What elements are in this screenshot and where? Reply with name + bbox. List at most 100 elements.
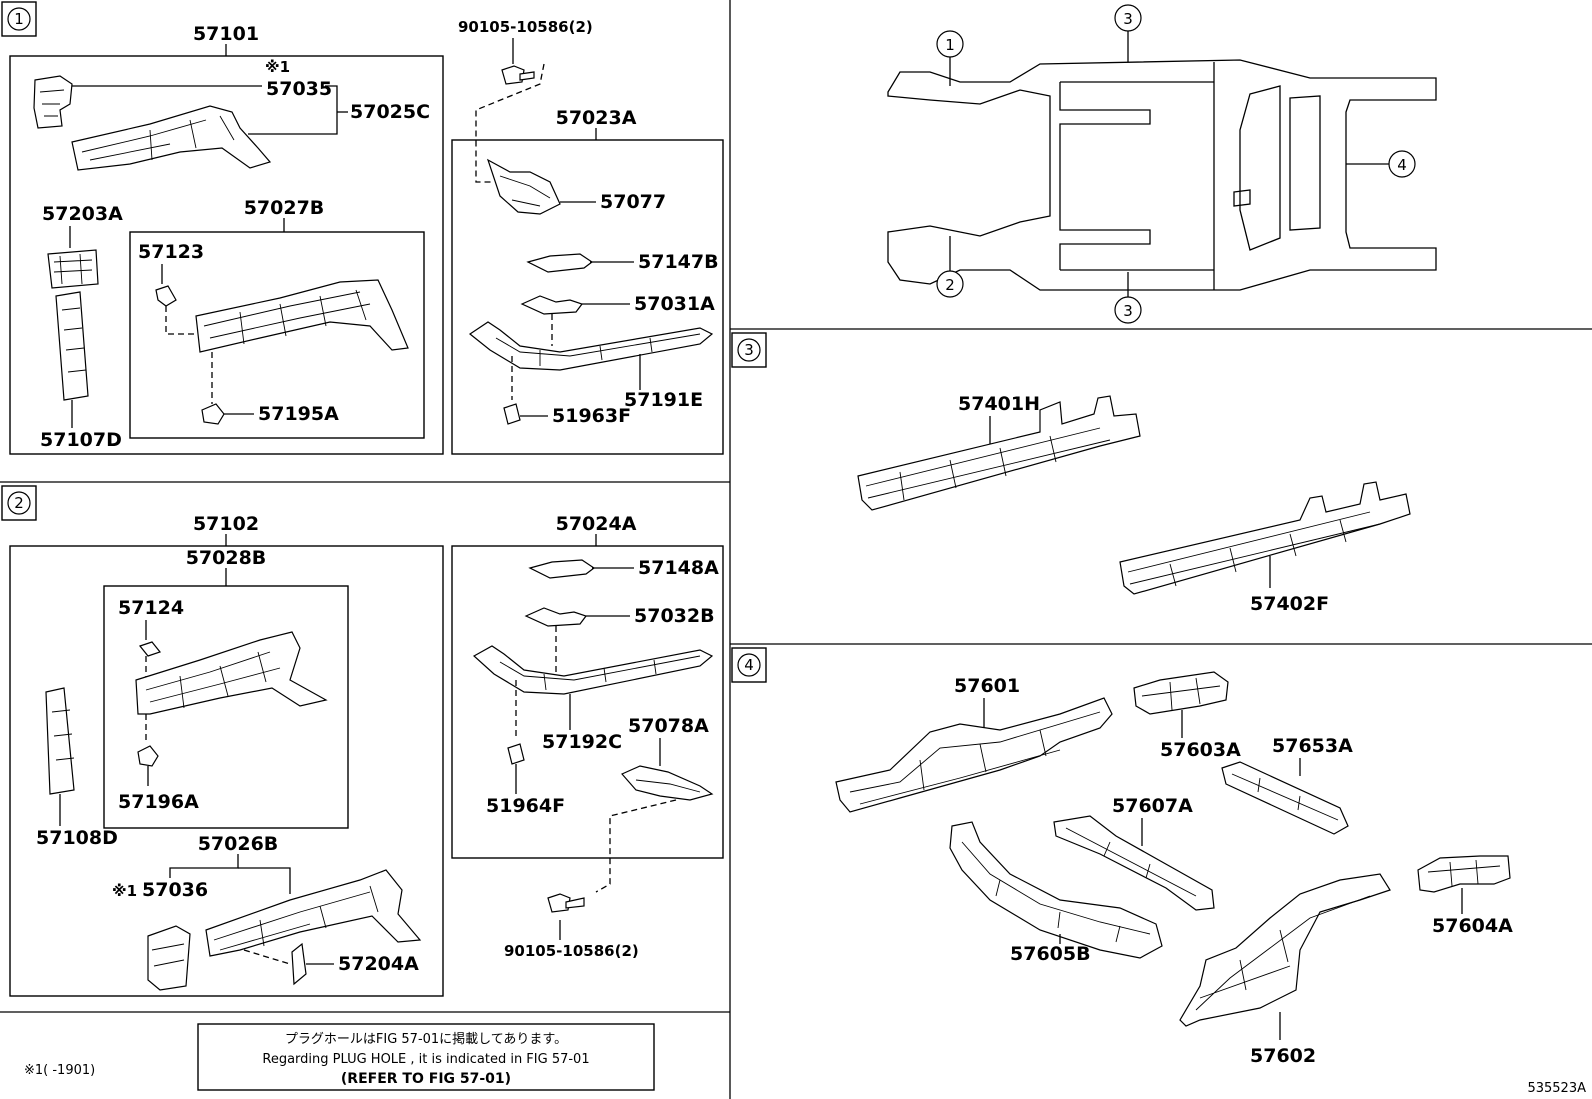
label-57204A: 57204A (338, 953, 419, 975)
notice-box (197, 1023, 655, 1091)
part-57027B (195, 279, 409, 353)
label-57023A: 57023A (556, 107, 637, 129)
svg-text:1: 1 (14, 10, 24, 28)
label-57601: 57601 (954, 675, 1020, 697)
index-frame-outline (887, 59, 1437, 291)
label-57036: 57036 (142, 879, 208, 901)
label-57607A: 57607A (1112, 795, 1193, 817)
part-57026B (205, 869, 422, 957)
part-57653A (1221, 761, 1349, 835)
part-57124 (138, 641, 162, 657)
part-51963F (503, 403, 521, 425)
index-callout-1: 1 (936, 30, 964, 86)
index-callout-3-bottom: 3 (1114, 272, 1142, 324)
part-57147B (526, 253, 594, 273)
label-51963F: 51963F (552, 405, 631, 427)
part-57192C (472, 645, 714, 695)
label-57147B: 57147B (638, 251, 719, 273)
label-57653A: 57653A (1272, 735, 1353, 757)
footnote-text: ※1( -1901) (24, 1063, 95, 1078)
svg-text:3: 3 (1123, 10, 1133, 28)
section-badge-1: 1 (1, 1, 37, 37)
svg-text:1: 1 (945, 36, 955, 54)
label-57108D: 57108D (36, 827, 118, 849)
svg-text:4: 4 (1397, 156, 1407, 174)
label-57077: 57077 (600, 191, 666, 213)
figure-id: 535523A (1527, 1081, 1586, 1096)
label-57196A: 57196A (118, 791, 199, 813)
part-57148A (528, 559, 596, 579)
part-57123 (155, 285, 177, 307)
svg-text:3: 3 (744, 341, 754, 359)
notice-reference: (REFER TO FIG 57-01) (341, 1071, 511, 1087)
note-mark-1: ※1 (265, 58, 290, 76)
group-57102-box (9, 545, 444, 997)
label-57107D: 57107D (40, 429, 122, 451)
label-57402F: 57402F (1250, 593, 1329, 615)
group-57028B-box (103, 585, 349, 829)
group-57027B-box (129, 231, 425, 439)
label-57026B: 57026B (198, 833, 279, 855)
label-51964F: 51964F (486, 795, 565, 817)
part-57196A (137, 745, 159, 767)
svg-text:2: 2 (14, 494, 24, 512)
label-57035: 57035 (266, 78, 332, 100)
label-57031A: 57031A (634, 293, 715, 315)
label-57024A: 57024A (556, 513, 637, 535)
label-57124: 57124 (118, 597, 184, 619)
label-57401H: 57401H (958, 393, 1040, 415)
label-57192C: 57192C (542, 731, 622, 753)
part-57203A (47, 249, 99, 289)
section-badge-4: 4 (731, 647, 767, 683)
label-90105-bottom: 90105-10586(2) (504, 942, 639, 960)
label-57027B: 57027B (244, 197, 325, 219)
label-57032B: 57032B (634, 605, 715, 627)
note-mark-2: ※1 (112, 882, 137, 900)
label-57123: 57123 (138, 241, 204, 263)
part-57605B (949, 821, 1163, 959)
label-57028B: 57028B (186, 547, 267, 569)
label-57078A: 57078A (628, 715, 709, 737)
label-90105-top: 90105-10586(2) (458, 18, 593, 36)
label-57195A: 57195A (258, 403, 339, 425)
label-57025C: 57025C (350, 101, 430, 123)
part-57601 (835, 697, 1113, 813)
part-57035 (33, 75, 73, 129)
label-57101: 57101 (193, 23, 259, 45)
svg-text:4: 4 (744, 656, 754, 674)
section-badge-2: 2 (1, 485, 37, 521)
section-badge-3: 3 (731, 332, 767, 368)
svg-text:2: 2 (945, 276, 955, 294)
index-callout-2: 2 (936, 236, 964, 298)
label-57203A: 57203A (42, 203, 123, 225)
part-57028B (135, 631, 328, 715)
label-57604A: 57604A (1432, 915, 1513, 937)
label-57102: 57102 (193, 513, 259, 535)
part-51964F (507, 743, 525, 765)
part-57603A (1133, 671, 1229, 715)
svg-text:3: 3 (1123, 302, 1133, 320)
group-57024A-box (451, 545, 724, 859)
group-57023A-box (451, 139, 724, 455)
part-57607A (1053, 815, 1215, 911)
part-57031A (520, 295, 583, 315)
label-57191E: 57191E (624, 389, 703, 411)
notice-japanese: プラグホールはFIG 57-01に掲載してあります。 (285, 1031, 567, 1047)
part-57204A (291, 942, 307, 986)
notice-english: Regarding PLUG HOLE , it is indicated in… (262, 1052, 589, 1067)
label-57148A: 57148A (638, 557, 719, 579)
part-57108D (45, 687, 75, 795)
label-57605B: 57605B (1010, 943, 1091, 965)
part-57191E (468, 321, 714, 371)
part-57077 (486, 158, 561, 215)
label-57603A: 57603A (1160, 739, 1241, 761)
part-57604A (1417, 855, 1511, 893)
part-57107D (55, 291, 89, 401)
part-57025C (71, 105, 272, 171)
part-57036 (147, 925, 191, 991)
part-57078A (621, 765, 714, 801)
index-callout-4: 4 (1346, 150, 1416, 178)
part-57195A (201, 403, 225, 425)
part-57032B (524, 607, 587, 627)
